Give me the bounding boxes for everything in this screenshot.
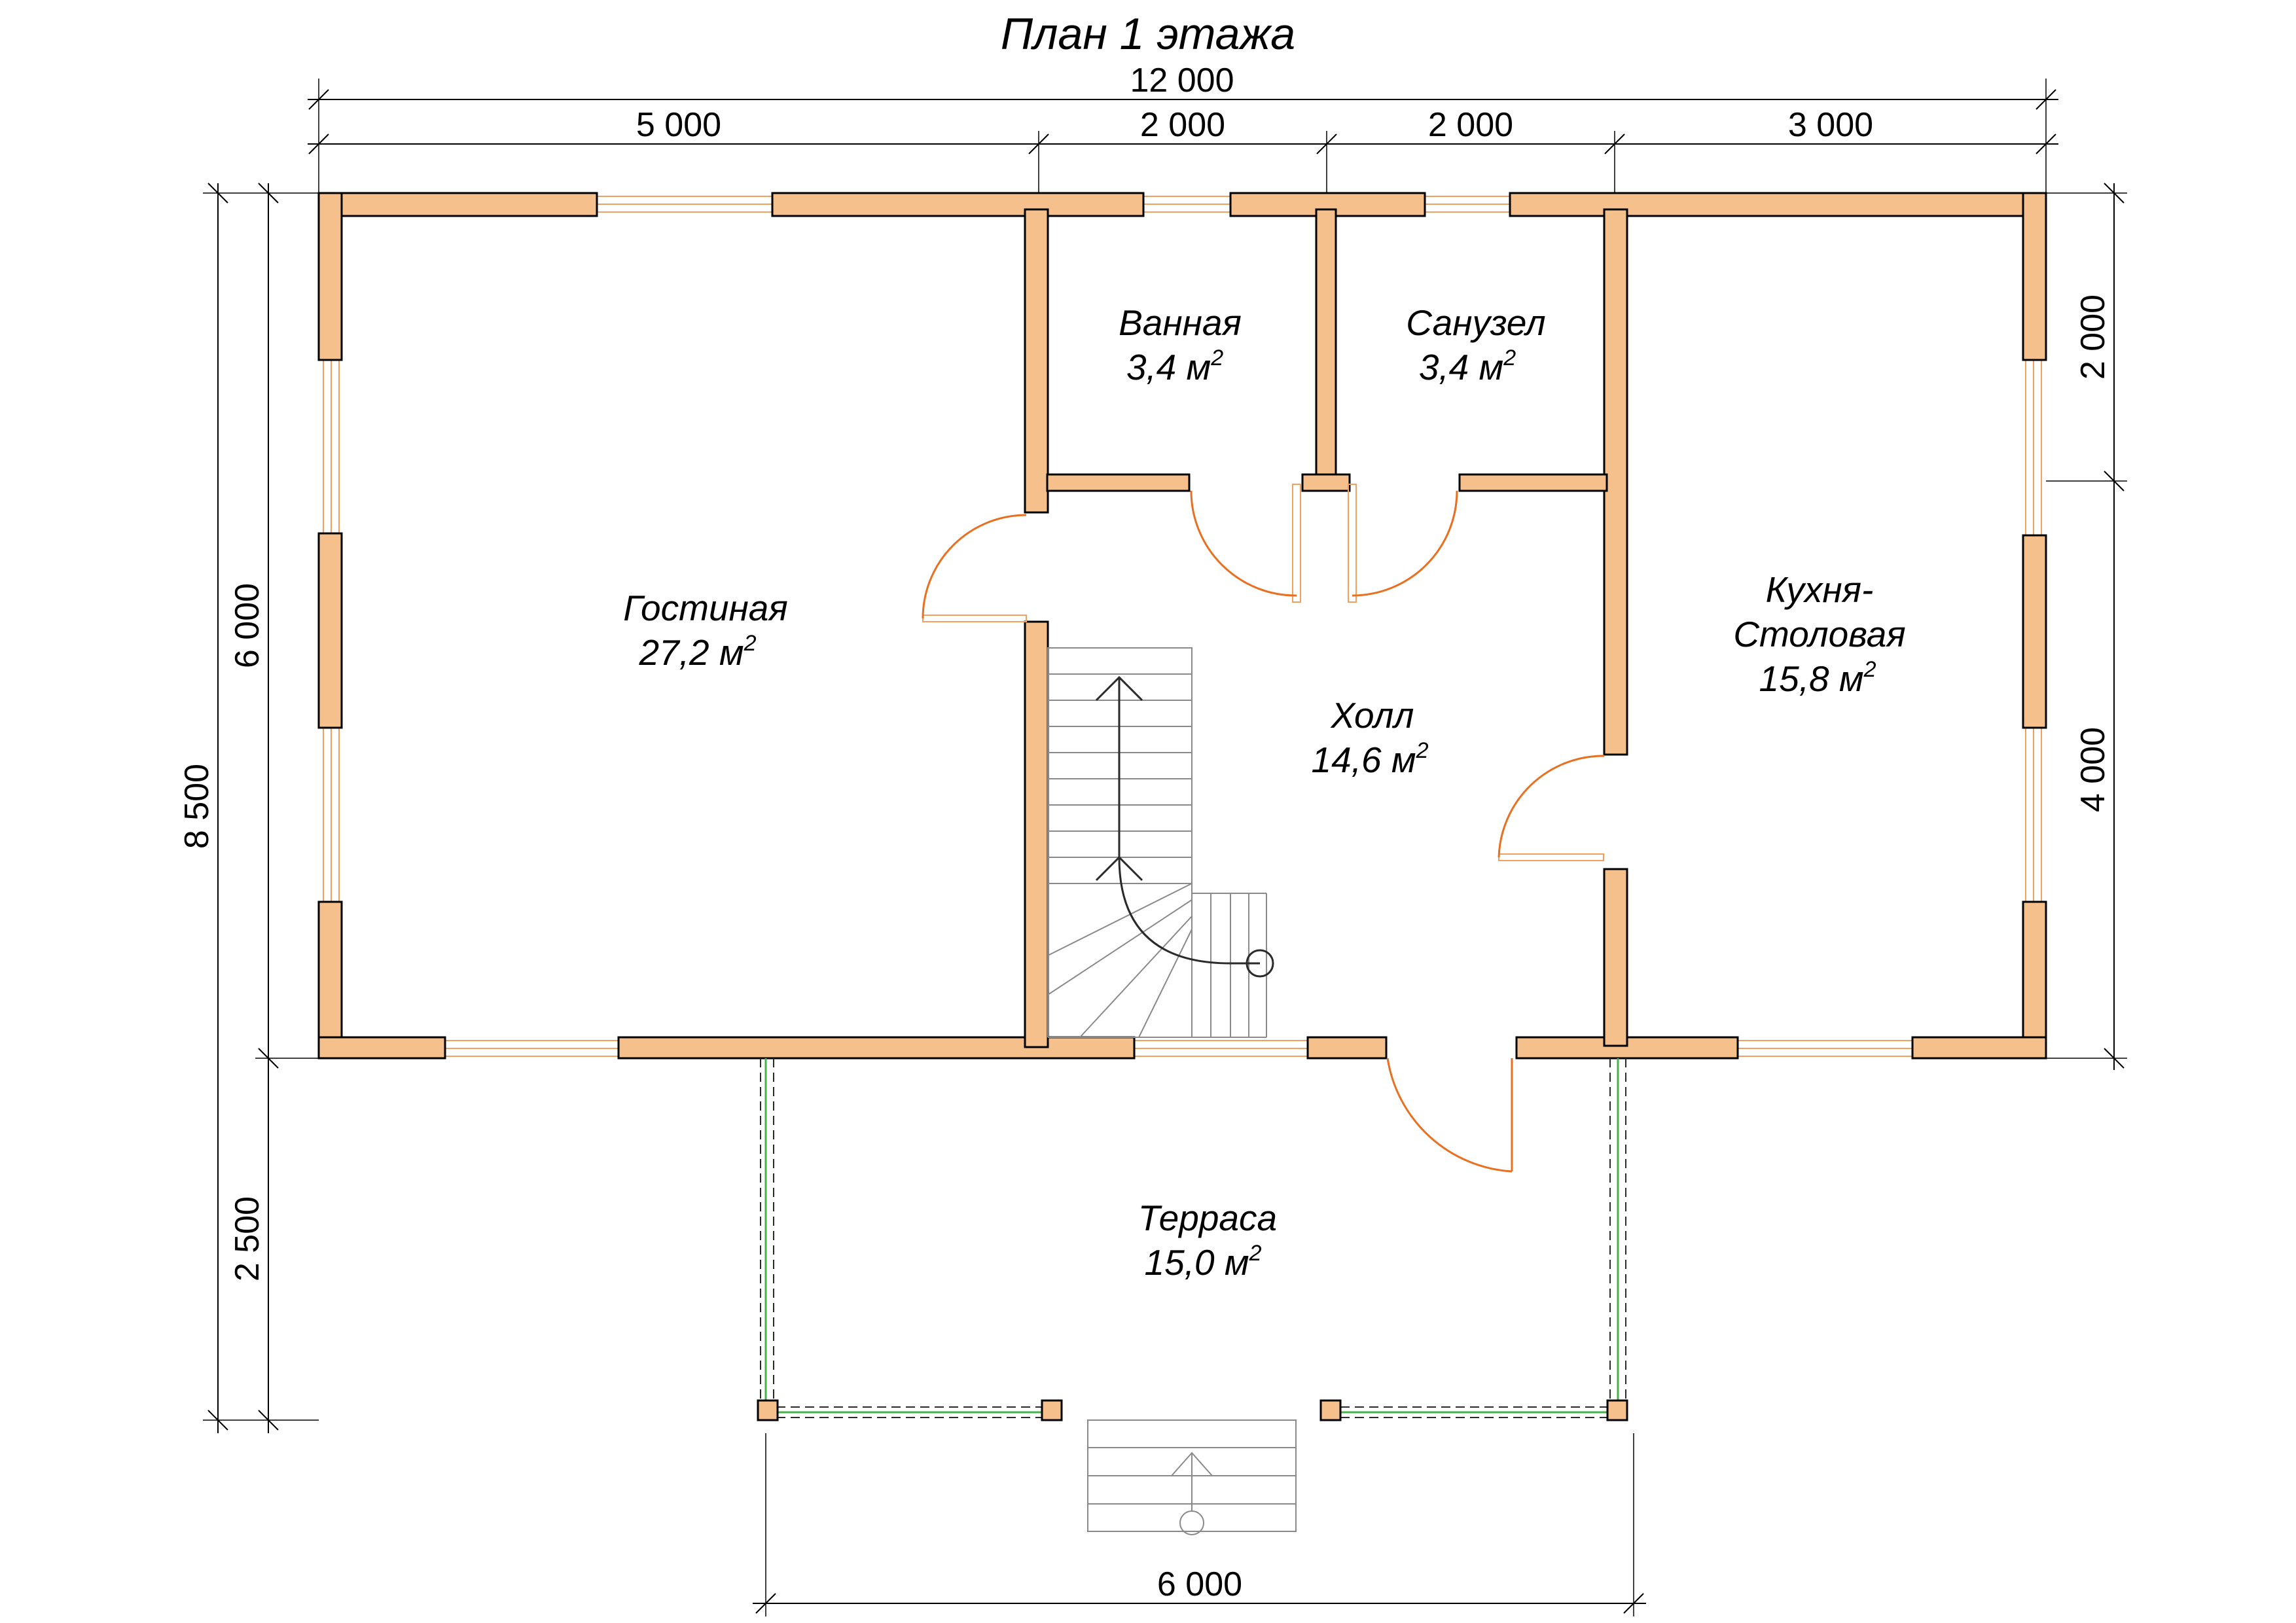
- room-kuhnya-sup: 2: [1863, 657, 1876, 682]
- window-left-2: [323, 728, 340, 902]
- svg-text:3,4 м2: 3,4 м2: [1126, 346, 1223, 387]
- svg-text:14,6 м2: 14,6 м2: [1312, 738, 1429, 780]
- room-holl-name: Холл: [1330, 695, 1414, 736]
- window-top-1: [597, 196, 772, 213]
- door-living: [922, 514, 1027, 622]
- wall-right-1: [2022, 192, 2047, 361]
- wall-bottom-1: [317, 1036, 446, 1060]
- dim-left-total: 8 500: [178, 764, 216, 849]
- window-top-3: [1425, 196, 1510, 213]
- dim-right-lower: 4 000: [2074, 727, 2112, 812]
- room-gostinaya-name: Гостиная: [623, 588, 788, 628]
- room-kuhnya-name2: Столовая: [1733, 614, 1905, 654]
- svg-text:15,8 м2: 15,8 м2: [1759, 657, 1876, 699]
- dim-left-lower: 2 500: [228, 1196, 266, 1281]
- room-holl: Холл 14,6 м2: [1312, 695, 1429, 780]
- wall-top-2: [771, 192, 1145, 217]
- wall-right-2: [2022, 534, 2047, 729]
- terrace-post-2: [1041, 1399, 1063, 1421]
- room-gostinaya: Гостиная 27,2 м2: [623, 588, 788, 673]
- dim-top-seg-4: 3 000: [1788, 106, 1873, 144]
- room-vannaya-sup: 2: [1210, 346, 1223, 370]
- wall-top-1: [317, 192, 598, 217]
- window-right-2: [2025, 728, 2042, 902]
- wall-right-3: [2022, 901, 2047, 1060]
- wall-int-8: [1458, 473, 1608, 492]
- svg-text:27,2 м2: 27,2 м2: [639, 631, 757, 673]
- room-gostinaya-area: 27,2 м: [639, 632, 744, 673]
- door-toilet: [1348, 484, 1458, 603]
- wall-int-3: [1315, 208, 1337, 486]
- window-left-1: [323, 360, 340, 533]
- room-gostinaya-sup: 2: [744, 631, 757, 656]
- room-vannaya-name: Ванная: [1119, 302, 1242, 343]
- room-vannaya: Ванная 3,4 м2: [1119, 302, 1242, 387]
- bottom-dimension: 6 000: [753, 1433, 1646, 1616]
- door-entrance: [1386, 1058, 1513, 1173]
- wall-bottom-2: [617, 1036, 1136, 1060]
- window-right-1: [2025, 360, 2042, 535]
- dim-top-seg-3: 2 000: [1428, 106, 1513, 144]
- wall-int-1: [1024, 208, 1049, 514]
- dim-top-seg-1: 5 000: [636, 106, 721, 144]
- door-bath: [1190, 484, 1301, 603]
- window-bottom-2: [1134, 1040, 1308, 1057]
- terrace-post-3: [1319, 1399, 1342, 1421]
- wall-bottom-3: [1306, 1036, 1388, 1060]
- window-bottom-1: [445, 1040, 619, 1057]
- room-terrasa-sup: 2: [1249, 1241, 1262, 1266]
- svg-text:15,0 м2: 15,0 м2: [1145, 1241, 1262, 1283]
- terrace-post-4: [1606, 1399, 1628, 1421]
- dim-left-upper: 6 000: [228, 583, 266, 668]
- windows: [323, 196, 2042, 1057]
- wall-left-2: [317, 532, 343, 729]
- walls: [317, 192, 2047, 1060]
- room-kuhnya-name: Кухня-: [1766, 569, 1874, 610]
- wall-int-2: [1024, 620, 1049, 1048]
- room-sanuzel-name: Санузел: [1406, 302, 1545, 343]
- top-dimension-chain: 12 000 5 000 2 000 2 000 3 000: [308, 62, 2058, 196]
- doors: [922, 484, 1605, 1173]
- room-kuhnya-area: 15,8 м: [1759, 658, 1864, 699]
- terrace: [757, 1058, 1628, 1535]
- right-dimension-chain: 2 000 4 000: [2046, 183, 2127, 1070]
- terrace-post-1: [757, 1399, 779, 1421]
- room-holl-area: 14,6 м: [1312, 740, 1416, 780]
- wall-int-7: [1301, 473, 1351, 492]
- wall-int-4: [1603, 208, 1628, 756]
- dim-top-seg-2: 2 000: [1140, 106, 1225, 144]
- wall-int-5: [1603, 868, 1628, 1047]
- window-bottom-3: [1738, 1040, 1912, 1057]
- dim-bottom: 6 000: [1157, 1565, 1242, 1603]
- room-labels: Гостиная 27,2 м2 Ванная 3,4 м2 Санузел 3…: [623, 302, 1905, 1283]
- dim-top-total: 12 000: [1130, 62, 1234, 99]
- room-sanuzel: Санузел 3,4 м2: [1406, 302, 1545, 387]
- room-sanuzel-area: 3,4 м: [1419, 347, 1503, 387]
- room-sanuzel-sup: 2: [1503, 346, 1516, 370]
- room-terrasa-name: Терраса: [1138, 1198, 1277, 1238]
- wall-bottom-5: [1911, 1036, 2047, 1060]
- dim-right-upper: 2 000: [2074, 294, 2112, 380]
- window-top-2: [1143, 196, 1230, 213]
- staircase: [1047, 647, 1274, 1038]
- plan-title: План 1 этажа: [1001, 9, 1295, 59]
- wall-left-1: [317, 192, 343, 361]
- wall-top-4: [1509, 192, 2047, 217]
- room-terrasa: Терраса 15,0 м2: [1138, 1198, 1277, 1283]
- wall-int-6: [1046, 473, 1191, 492]
- svg-text:3,4 м2: 3,4 м2: [1419, 346, 1516, 387]
- door-kitchen: [1498, 755, 1605, 861]
- room-vannaya-area: 3,4 м: [1126, 347, 1211, 387]
- wall-left-3: [317, 901, 343, 1060]
- room-kuhnya: Кухня- Столовая 15,8 м2: [1733, 569, 1905, 699]
- left-dimension-chain: 8 500 6 000 2 500: [178, 183, 319, 1433]
- room-holl-sup: 2: [1416, 738, 1429, 763]
- room-terrasa-area: 15,0 м: [1145, 1242, 1249, 1283]
